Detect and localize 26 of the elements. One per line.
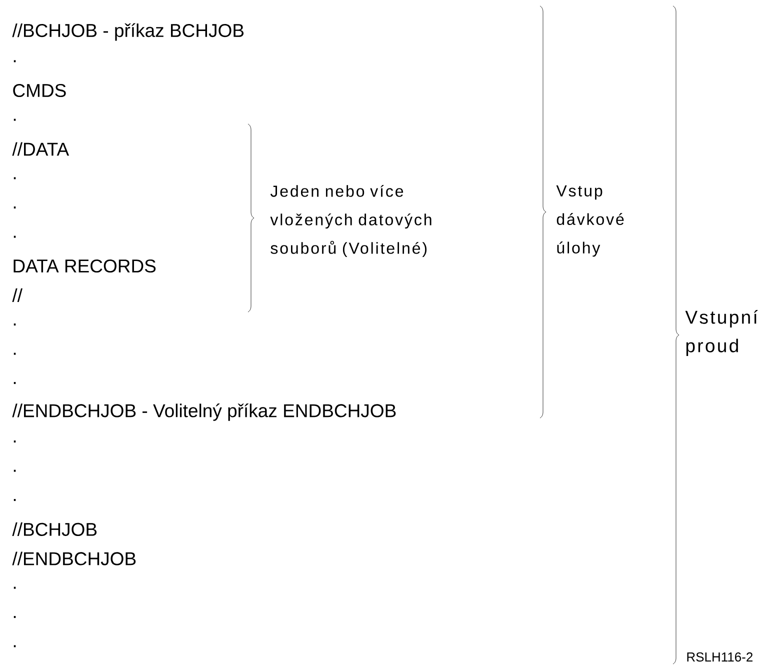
text-line: //ENDBCHJOB [12, 552, 136, 566]
text-line: // [12, 288, 22, 302]
dot-line: . [14, 382, 16, 384]
figure-id: RSLH116-2 [687, 652, 752, 662]
brace-label: Jeden nebo více vložených datových souborů (Volitelné) [270, 184, 432, 258]
dot-line: . [14, 440, 16, 442]
text-line: //BCHJOB [12, 522, 97, 536]
dot-line: . [14, 60, 16, 62]
dot-line: . [14, 586, 16, 589]
dot-line: . [14, 470, 16, 472]
dot-line: . [14, 352, 16, 355]
text-line: //ENDBCHJOB - Volitelný příkaz ENDBCHJOB [12, 403, 396, 421]
dot-line: . [14, 236, 16, 238]
dot-line: . [14, 206, 16, 208]
text-line: //BCHJOB - příkaz BCHJOB [12, 23, 244, 41]
dot-line: . [14, 616, 16, 618]
text-line: CMDS [13, 84, 66, 98]
text-line: DATA RECORDS [14, 259, 156, 273]
text-line: //DATA [12, 142, 70, 156]
dot-line: . [14, 499, 16, 501]
dot-line: . [14, 324, 16, 326]
brace-label: Vstup dávkové úlohy [556, 185, 624, 257]
dot-line: . [14, 177, 16, 180]
dot-line: . [14, 645, 16, 648]
dot-line: . [14, 118, 16, 121]
brace-label: Vstupní proud [685, 310, 758, 356]
